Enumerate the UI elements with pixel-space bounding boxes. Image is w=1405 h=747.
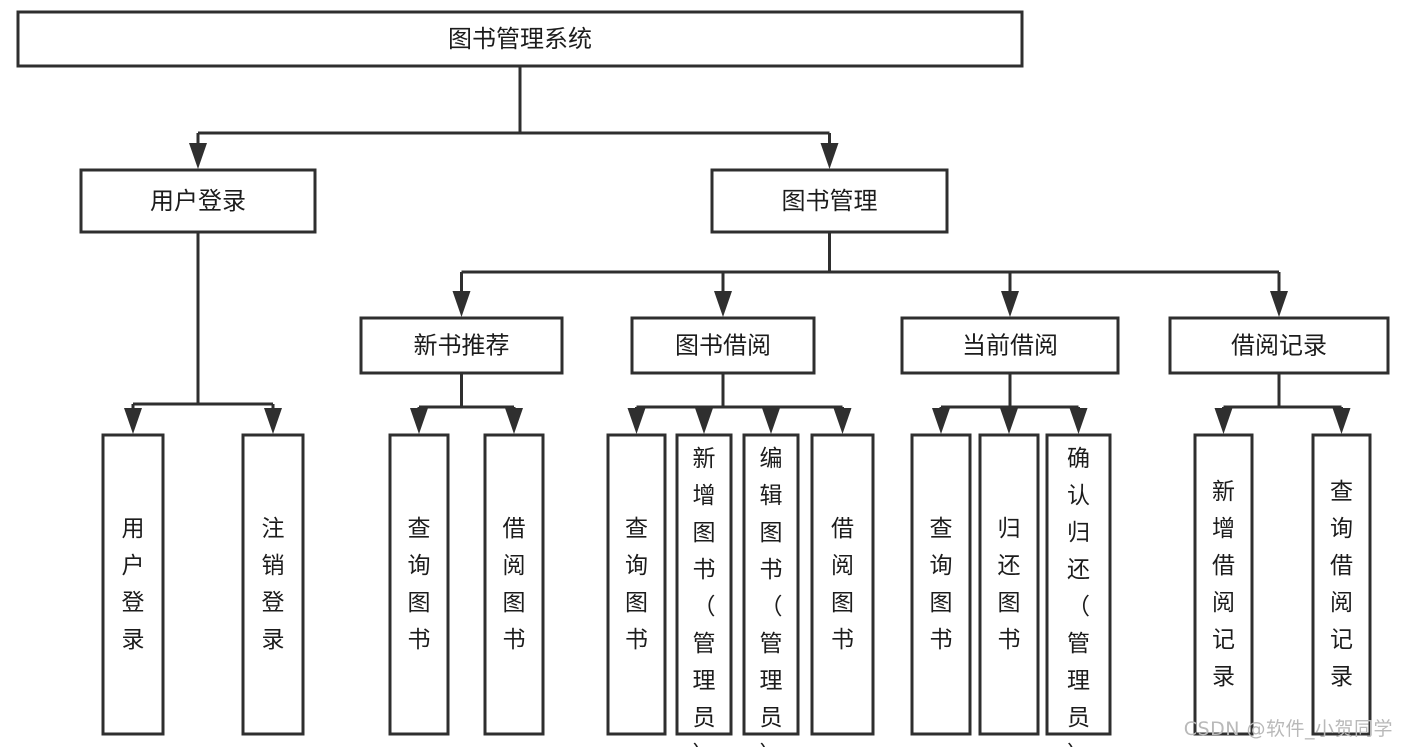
node-leaf-br-add[interactable]: 新增借阅记录 [1193,433,1254,736]
node-leaf-logout[interactable]: 注销登录 [241,433,305,736]
connector-new-book-rec-to-leaf-nbr-borrow [460,373,523,434]
node-layer: 图书管理系统用户登录图书管理新书推荐图书借阅当前借阅借阅记录用户登录注销登录查询… [16,10,1390,747]
node-label-leaf-cb-return: 归还图书 [998,516,1021,653]
node-box-leaf-logout[interactable] [241,433,305,736]
connector-layer [124,66,1351,434]
node-book-borrow[interactable]: 图书借阅 [630,316,816,375]
connector-user-login-to-leaf-logout [196,232,282,434]
node-label-leaf-bb-query: 查询图书 [625,516,648,653]
node-box-book-borrow[interactable] [630,316,816,375]
node-label-leaf-nbr-query: 查询图书 [408,516,431,653]
connector-book-admin-to-new-book-rec [452,232,831,317]
node-leaf-user-login[interactable]: 用户登录 [101,433,165,736]
node-label-borrow-record: 借阅记录 [1231,332,1327,360]
connector-book-borrow-to-leaf-bb-query [627,373,725,434]
node-leaf-cb-query[interactable]: 查询图书 [910,433,972,736]
node-box-leaf-cb-confirm[interactable] [1045,433,1112,736]
connector-book-borrow-to-leaf-bb-edit [721,373,780,434]
connector-root-to-user-login [189,66,522,169]
node-box-leaf-cb-return[interactable] [978,433,1040,736]
node-leaf-nbr-query[interactable]: 查询图书 [388,433,450,736]
node-leaf-bb-edit[interactable]: 编辑图书（管理员） [742,433,800,747]
node-label-leaf-bb-edit: 编辑图书（管理员） [760,446,783,747]
connector-borrow-record-to-leaf-br-query [1277,373,1351,434]
node-leaf-bb-add[interactable]: 新增图书（管理员） [675,433,733,747]
node-new-book-rec[interactable]: 新书推荐 [359,316,564,375]
connector-current-borrow-to-leaf-cb-query [932,373,1012,434]
connector-borrow-record-to-leaf-br-add [1214,373,1281,434]
node-leaf-nbr-borrow[interactable]: 借阅图书 [483,433,545,736]
node-leaf-cb-confirm[interactable]: 确认归还（管理员） [1045,433,1112,747]
node-leaf-cb-return[interactable]: 归还图书 [978,433,1040,736]
node-leaf-br-query[interactable]: 查询借阅记录 [1311,433,1372,736]
connector-book-admin-to-current-borrow [828,232,1019,317]
node-box-leaf-nbr-query[interactable] [388,433,450,736]
node-label-leaf-nbr-borrow: 借阅图书 [503,516,526,653]
node-box-new-book-rec[interactable] [359,316,564,375]
node-label-leaf-br-query: 查询借阅记录 [1330,479,1353,690]
csdn-watermark: CSDN @软件_小贺同学 [1183,718,1393,740]
node-label-current-borrow: 当前借阅 [962,332,1058,360]
node-box-borrow-record[interactable] [1168,316,1390,375]
node-label-book-borrow: 图书借阅 [675,332,771,360]
node-label-leaf-cb-confirm: 确认归还（管理员） [1067,446,1090,747]
node-user-login[interactable]: 用户登录 [79,168,317,234]
connector-root-to-book-admin [518,66,839,169]
node-label-root: 图书管理系统 [448,25,592,53]
node-label-leaf-bb-borrow: 借阅图书 [831,516,854,653]
node-box-leaf-cb-query[interactable] [910,433,972,736]
node-label-user-login: 用户登录 [150,187,246,215]
node-label-new-book-rec: 新书推荐 [414,332,510,360]
node-box-user-login[interactable] [79,168,317,234]
node-label-book-admin: 图书管理 [782,187,878,215]
connector-user-login-to-leaf-user-login [124,232,200,434]
node-leaf-bb-borrow[interactable]: 借阅图书 [810,433,875,736]
node-book-admin[interactable]: 图书管理 [710,168,949,234]
connector-book-borrow-to-leaf-bb-borrow [721,373,852,434]
node-root[interactable]: 图书管理系统 [16,10,1024,68]
node-box-leaf-user-login[interactable] [101,433,165,736]
connector-book-borrow-to-leaf-bb-add [695,373,725,434]
node-label-leaf-bb-add: 新增图书（管理员） [693,446,716,747]
node-leaf-bb-query[interactable]: 查询图书 [606,433,667,736]
connector-book-admin-to-borrow-record [828,232,1288,317]
node-box-root[interactable] [16,10,1024,68]
node-current-borrow[interactable]: 当前借阅 [900,316,1120,375]
node-box-current-borrow[interactable] [900,316,1120,375]
connector-book-admin-to-book-borrow [714,232,831,317]
node-box-leaf-bb-borrow[interactable] [810,433,875,736]
node-box-leaf-bb-query[interactable] [606,433,667,736]
node-box-leaf-nbr-borrow[interactable] [483,433,545,736]
node-box-leaf-br-add[interactable] [1193,433,1254,736]
node-label-leaf-user-login: 用户登录 [122,516,145,653]
node-box-leaf-bb-edit[interactable] [742,433,800,736]
node-box-leaf-br-query[interactable] [1311,433,1372,736]
node-box-leaf-bb-add[interactable] [675,433,733,736]
node-label-leaf-cb-query: 查询图书 [930,516,953,653]
node-box-book-admin[interactable] [710,168,949,234]
connector-new-book-rec-to-leaf-nbr-query [410,373,463,434]
node-borrow-record[interactable]: 借阅记录 [1168,316,1390,375]
node-label-leaf-logout: 注销登录 [262,516,285,653]
connector-current-borrow-to-leaf-cb-confirm [1008,373,1088,434]
node-label-leaf-br-add: 新增借阅记录 [1212,479,1235,690]
